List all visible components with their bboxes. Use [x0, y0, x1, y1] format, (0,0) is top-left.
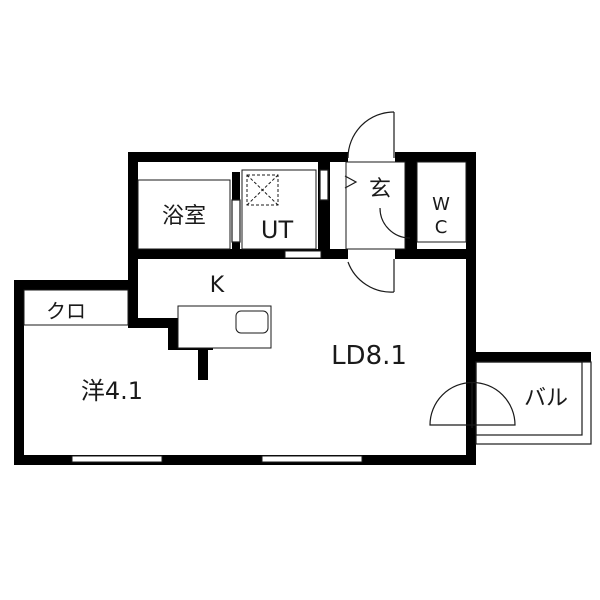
label-kitchen: K: [210, 273, 225, 298]
labels: 浴室 UT 玄 W C K クロ 洋4.1 LD8.1 バル: [46, 177, 568, 411]
doors: [231, 111, 516, 428]
label-balcony: バル: [524, 386, 568, 411]
room-wc: [416, 161, 467, 243]
balcony: [475, 361, 592, 445]
label-western-room: 洋4.1: [81, 377, 143, 405]
label-living-dining: LD8.1: [331, 341, 407, 371]
label-closet: クロ: [46, 299, 86, 323]
sink-icon: [235, 310, 269, 334]
room-entrance: [345, 161, 406, 250]
label-wc-w: W: [432, 194, 450, 215]
label-wc-c: C: [435, 217, 448, 238]
label-bath: 浴室: [162, 204, 206, 229]
room-closet: [23, 289, 129, 326]
vent-icon: [246, 174, 279, 206]
room-utility: [241, 169, 317, 250]
label-utility: UT: [261, 216, 294, 244]
windows: [71, 250, 363, 463]
room-bath: [137, 179, 231, 250]
entrance-door-swing: [347, 111, 395, 159]
walls: [14, 152, 591, 465]
rooms: [23, 161, 467, 349]
label-entrance: 玄: [369, 177, 391, 202]
